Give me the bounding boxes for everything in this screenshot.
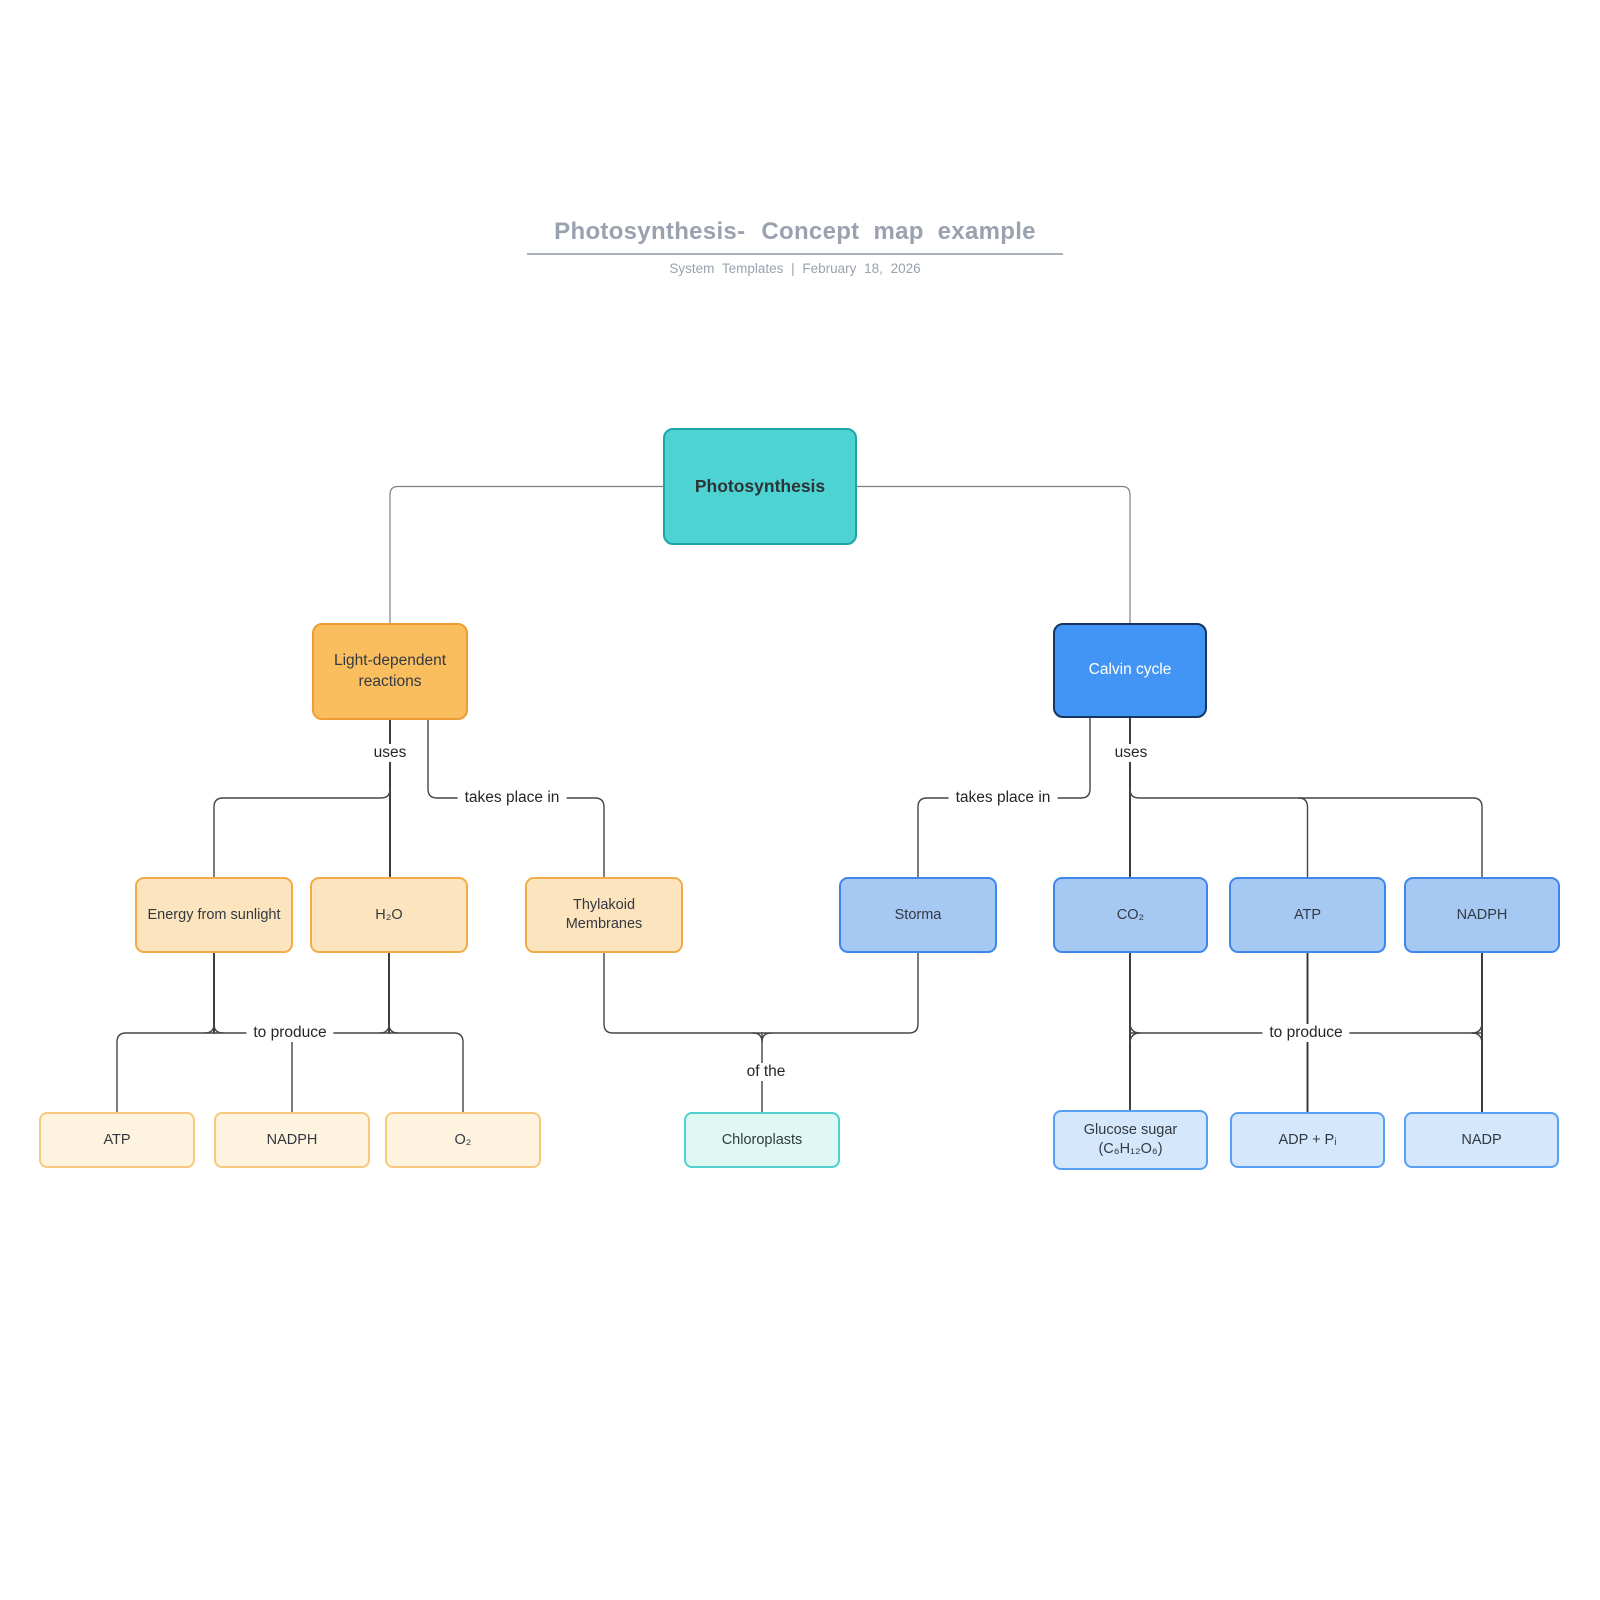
node-nadp[interactable]: NADP — [1404, 1112, 1559, 1168]
node-photosynthesis[interactable]: Photosynthesis — [663, 428, 857, 545]
edge-label-uses-right: uses — [1107, 744, 1155, 762]
node-thylakoid-membranes[interactable]: Thylakoid Membranes — [525, 877, 683, 953]
node-nadph-left[interactable]: NADPH — [214, 1112, 370, 1168]
document-header: Photosynthesis- Concept map example Syst… — [527, 218, 1063, 276]
node-atp-left[interactable]: ATP — [39, 1112, 195, 1168]
page-title-left: Photosynthesis- — [554, 218, 746, 245]
page-title-right: Concept map example — [761, 218, 1036, 245]
edge-photosynthesis-to-calvin — [856, 485, 1131, 624]
node-glucose-sugar[interactable]: Glucose sugar (C₆H₁₂O₆) — [1053, 1110, 1208, 1170]
edge-label-takes-place-left: takes place in — [457, 789, 567, 807]
node-nadph-right[interactable]: NADPH — [1404, 877, 1560, 953]
edge-light-dependent-uses-energy — [213, 788, 391, 878]
node-storma[interactable]: Storma — [839, 877, 997, 953]
node-h2o[interactable]: H₂O — [310, 877, 468, 953]
edge-label-to-produce-left: to produce — [246, 1024, 334, 1042]
edge-label-takes-place-right: takes place in — [948, 789, 1058, 807]
byline: System Templates | February 18, 2026 — [669, 261, 921, 276]
edge-label-uses-left: uses — [366, 744, 414, 762]
edge-label-of-the: of the — [739, 1063, 793, 1081]
edge-label-to-produce-right: to produce — [1262, 1024, 1350, 1042]
edge-photosynthesis-to-light-dependent — [389, 485, 664, 624]
page-title: Photosynthesis- Concept map example — [527, 218, 1063, 255]
edge-of-the-chloroplasts — [603, 952, 919, 1113]
node-chloroplasts[interactable]: Chloroplasts — [684, 1112, 840, 1168]
node-adp-pi[interactable]: ADP + Pᵢ — [1230, 1112, 1385, 1168]
node-co2[interactable]: CO₂ — [1053, 877, 1208, 953]
node-atp-right[interactable]: ATP — [1229, 877, 1386, 953]
node-light-dependent-reactions[interactable]: Light-dependent reactions — [312, 623, 468, 720]
node-energy-from-sunlight[interactable]: Energy from sunlight — [135, 877, 293, 953]
node-o2[interactable]: O₂ — [385, 1112, 541, 1168]
edge-calvin-uses-atp-nadph — [1129, 788, 1483, 878]
node-calvin-cycle[interactable]: Calvin cycle — [1053, 623, 1207, 718]
